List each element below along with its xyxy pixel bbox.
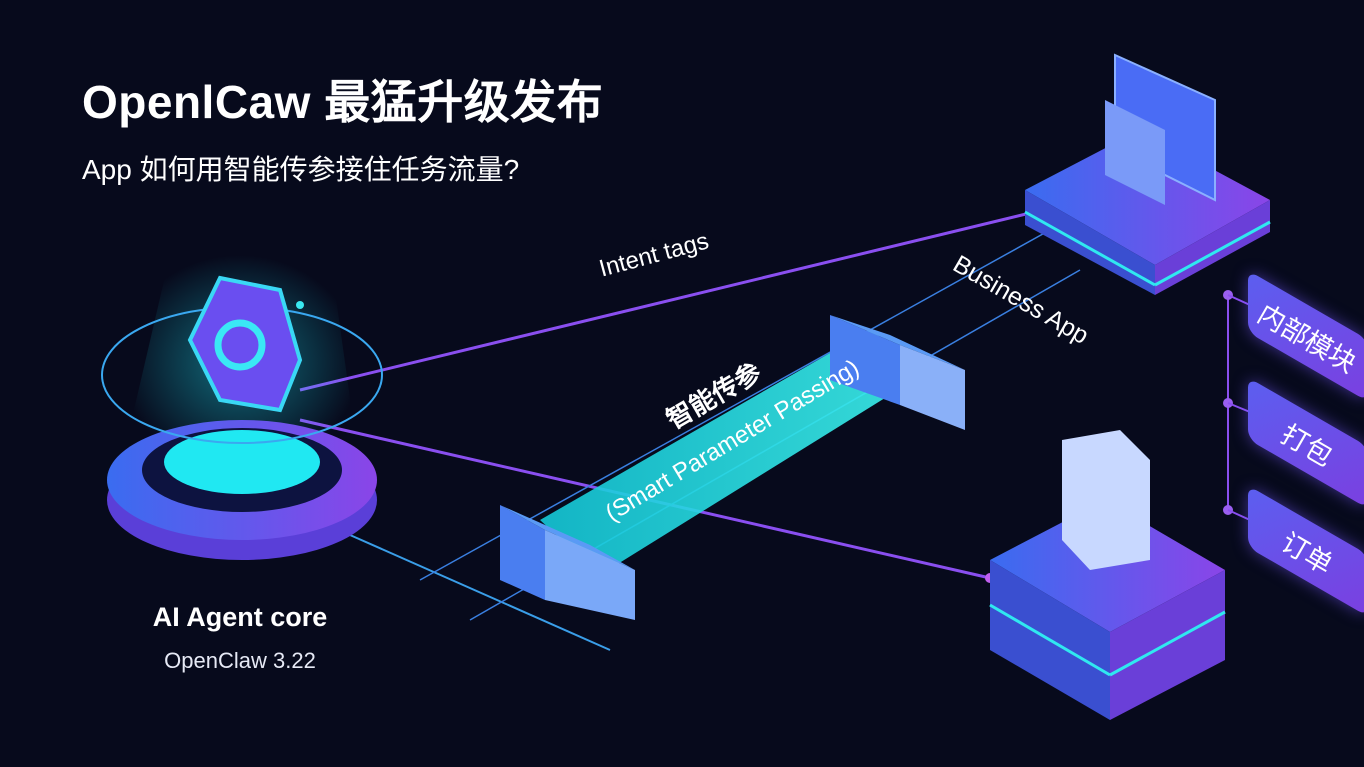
ai-agent-core — [101, 255, 383, 560]
page-subtitle: App 如何用智能传参接住任务流量? — [82, 154, 520, 185]
core-label: AI Agent core — [152, 602, 328, 632]
server-icon — [1062, 430, 1150, 570]
server-platform — [989, 430, 1226, 720]
business-app-platform — [1024, 53, 1271, 295]
intent-line — [299, 211, 1031, 392]
shield-icon — [187, 275, 303, 413]
core-version: OpenClaw 3.22 — [164, 648, 316, 673]
smart-parameter-beam — [500, 315, 965, 620]
document-icon — [1105, 100, 1165, 205]
page-title: OpenlCaw 最猛升级发布 — [82, 76, 604, 128]
